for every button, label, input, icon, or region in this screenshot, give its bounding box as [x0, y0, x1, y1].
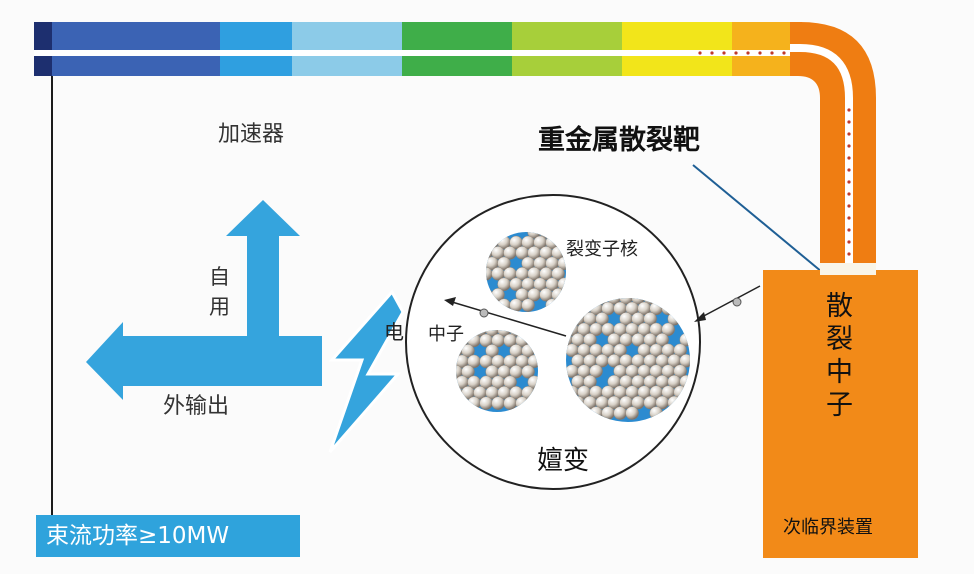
heavy-metal-target-label: 重金属散裂靶	[538, 125, 700, 156]
incoming-neutron-arrow	[694, 285, 761, 322]
beam-segment	[34, 22, 52, 76]
self-use-label: 自用	[209, 265, 230, 319]
beam-segment	[622, 22, 732, 76]
beam-segment	[220, 22, 292, 76]
electricity-label: 电	[384, 320, 404, 344]
transmutation-label: 嬗变	[537, 446, 590, 476]
t-arrow-icon	[86, 200, 322, 400]
accelerator-beam-pipe	[34, 22, 802, 76]
beam-segment	[732, 22, 790, 76]
lightning-bolt-icon	[328, 289, 405, 453]
beam-segment	[292, 22, 402, 76]
spallation-neutrons-label: 散裂中子	[826, 291, 853, 421]
target-pointer-line	[692, 164, 823, 273]
fission-nuclei-label: 裂变子核	[566, 239, 638, 260]
emitted-neutron-arrow	[444, 297, 567, 337]
beam-segment	[402, 22, 512, 76]
export-label: 外输出	[163, 394, 230, 419]
subcritical-device-label: 次临界装置	[783, 517, 873, 538]
beam-bend	[790, 22, 876, 272]
spallation-target	[820, 263, 876, 275]
subcritical-device-box	[763, 270, 918, 558]
beam-power-badge: 束流功率≥10MW	[36, 515, 300, 557]
beam-segment	[52, 22, 220, 76]
neutron-label: 中子	[428, 324, 464, 345]
beam-segment	[512, 22, 622, 76]
accelerator-label: 加速器	[218, 122, 285, 147]
